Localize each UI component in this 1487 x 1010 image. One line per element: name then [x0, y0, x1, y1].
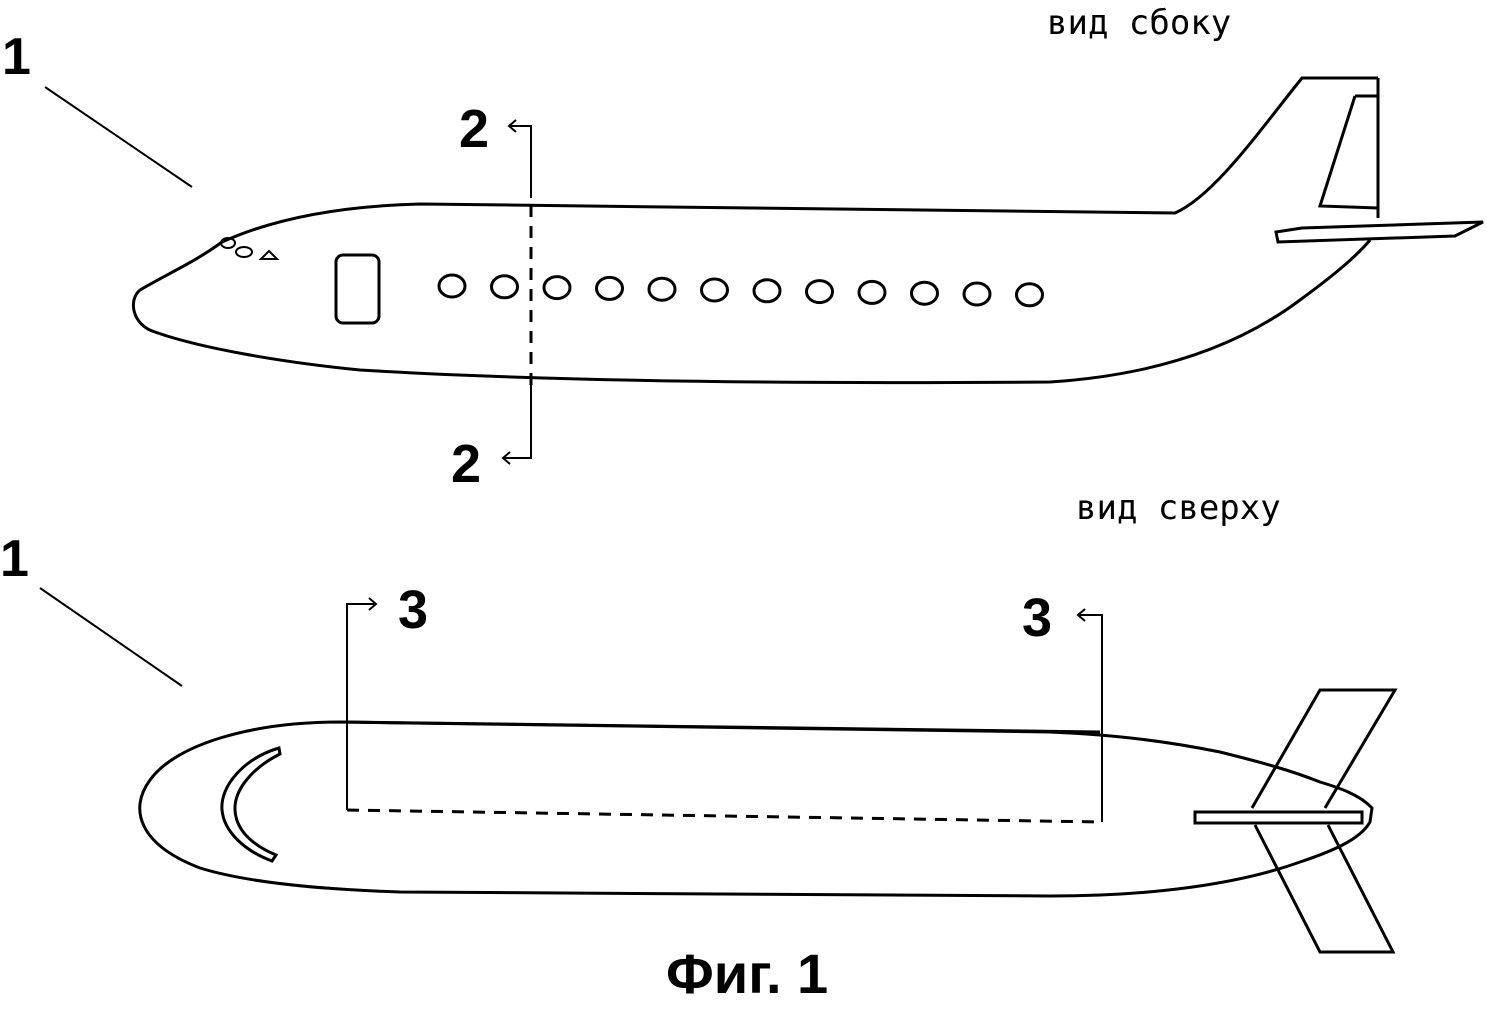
cabin-window: [964, 283, 990, 305]
section-2-bottom-leader: [503, 385, 531, 458]
fuselage-bottom-outline: [133, 240, 1370, 383]
section-3-cut-line: [347, 810, 1102, 822]
figure-caption: Фиг. 1: [666, 942, 828, 1005]
side-view-label: вид сбоку: [1047, 3, 1231, 43]
top-view-label: вид сверху: [1076, 488, 1281, 528]
section-2-top-leader: [510, 126, 531, 198]
cabin-window: [597, 277, 623, 299]
leader-line-side: [45, 87, 192, 187]
cabin-window: [859, 281, 885, 303]
cabin-door: [336, 255, 379, 323]
aircraft-side-view: [133, 78, 1483, 383]
cockpit-window-3: [261, 251, 277, 259]
ref-numeral-aircraft-top: 1: [0, 530, 29, 588]
cabin-window: [754, 280, 780, 302]
tail-fin-bottom: [1255, 825, 1393, 952]
aircraft-top-view: [140, 690, 1395, 952]
cabin-window: [439, 275, 465, 297]
tail-fin-top: [1252, 690, 1395, 808]
cockpit-window-2: [236, 247, 252, 257]
ref-numeral-aircraft-side: 1: [2, 28, 31, 86]
leader-line-top: [40, 588, 182, 686]
cabin-window: [912, 282, 938, 304]
section-3-top-edge: [345, 722, 1100, 732]
fuselage-top-outline: [140, 78, 1378, 290]
section-3-left-leader: [347, 604, 376, 810]
section-2-bottom-label: 2: [451, 434, 481, 494]
section-2-top-label: 2: [459, 99, 489, 159]
fuselage-planform-outline: [140, 722, 1372, 896]
horizontal-stabilizer: [1276, 222, 1483, 242]
cabin-window: [492, 276, 518, 298]
section-3-right-leader: [1078, 615, 1102, 822]
cabin-window: [649, 278, 675, 300]
cabin-window: [1017, 284, 1043, 306]
section-line-3-3: 3 3: [345, 580, 1102, 822]
section-3-left-label: 3: [398, 580, 428, 640]
cabin-window: [544, 277, 570, 299]
canopy-crescent: [222, 748, 280, 861]
rudder-outline: [1320, 96, 1378, 208]
cabin-window: [807, 281, 833, 303]
section-3-right-label: 3: [1022, 588, 1052, 648]
cabin-window: [702, 279, 728, 301]
section-line-2-2: 2 2: [451, 99, 531, 494]
tail-stabilizer-bar: [1195, 812, 1362, 823]
